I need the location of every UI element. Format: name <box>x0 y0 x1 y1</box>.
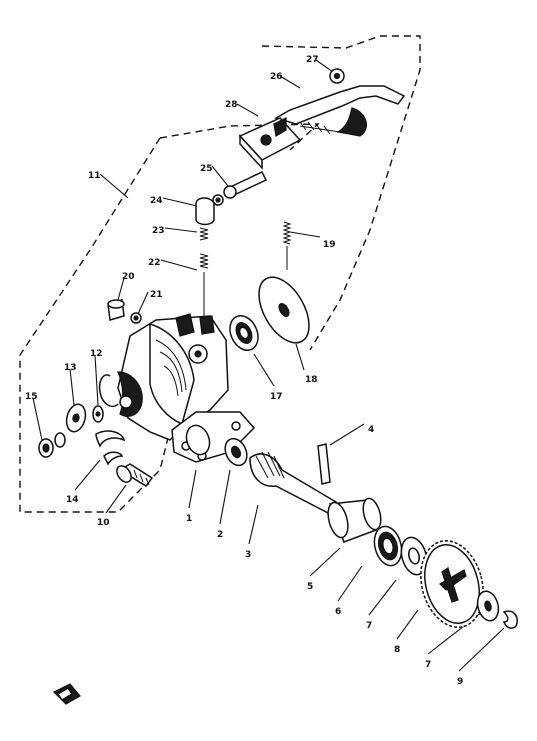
part-8-gear <box>420 540 484 628</box>
part-28-bracket <box>238 117 302 170</box>
part-7-washer-upper <box>400 536 428 576</box>
part-20-bolt <box>107 299 125 321</box>
part-25-pin <box>223 171 268 199</box>
callout-label-c7a: 7 <box>366 621 372 631</box>
callout-label-c7b: 7 <box>425 660 431 670</box>
callout-label-c2: 2 <box>217 530 223 540</box>
part-18-plate <box>258 276 310 344</box>
part-7-washer-lower <box>476 590 500 622</box>
part-13-washer <box>65 403 87 433</box>
part-12-clip <box>92 405 104 423</box>
assembly-boundary-main <box>19 123 320 513</box>
part-19-screw <box>282 221 292 270</box>
callout-label-c11: 11 <box>88 171 101 181</box>
part-17-bearing <box>229 315 259 351</box>
callout-label-c3: 3 <box>245 550 251 560</box>
callout-label-c14: 14 <box>66 495 79 505</box>
callout-label-c27: 27 <box>306 55 319 65</box>
callout-label-c15: 15 <box>25 392 38 402</box>
part-26-lever <box>274 85 406 137</box>
callout-label-c23: 23 <box>152 226 165 236</box>
part-27-nut <box>329 68 345 84</box>
callout-label-c12: 12 <box>90 349 103 359</box>
part-4-pin <box>317 443 331 485</box>
callout-label-c5: 5 <box>307 582 313 592</box>
callout-label-c26: 26 <box>270 72 283 82</box>
callout-label-c21: 21 <box>150 290 163 300</box>
callout-label-c28: 28 <box>225 100 238 110</box>
leader-lines <box>32 59 505 672</box>
callout-label-c19: 19 <box>323 240 336 250</box>
callout-label-c24: 24 <box>150 196 163 206</box>
part-6-bearing <box>373 525 403 567</box>
callout-label-c10: 10 <box>97 518 110 528</box>
part-21-washer <box>130 312 142 324</box>
callout-label-c6: 6 <box>335 607 341 617</box>
part-14-circlip <box>95 430 126 466</box>
callout-label-c25: 25 <box>200 164 213 174</box>
part-15-nut <box>38 432 66 458</box>
callout-label-c13: 13 <box>64 363 77 373</box>
assembly-boundary-upper <box>261 35 421 351</box>
part-10-bolt <box>116 463 154 487</box>
part-23-spring <box>199 227 209 241</box>
part-22-spring <box>199 253 209 318</box>
callout-label-c1: 1 <box>186 514 192 524</box>
part-1-gasket <box>185 424 211 456</box>
callout-label-c22: 22 <box>148 258 161 268</box>
part-2-seal <box>224 437 248 467</box>
part-5-sleeve <box>327 497 382 543</box>
orientation-mark-icon <box>52 683 81 705</box>
callout-label-c17: 17 <box>270 392 283 402</box>
part-24-fitting <box>195 194 224 226</box>
callout-label-c20: 20 <box>122 272 135 282</box>
part-9-circlip <box>502 610 518 629</box>
callout-label-c4: 4 <box>368 425 374 435</box>
callout-label-c18: 18 <box>305 375 318 385</box>
callout-label-c8: 8 <box>394 645 400 655</box>
callout-label-c9: 9 <box>457 677 463 687</box>
